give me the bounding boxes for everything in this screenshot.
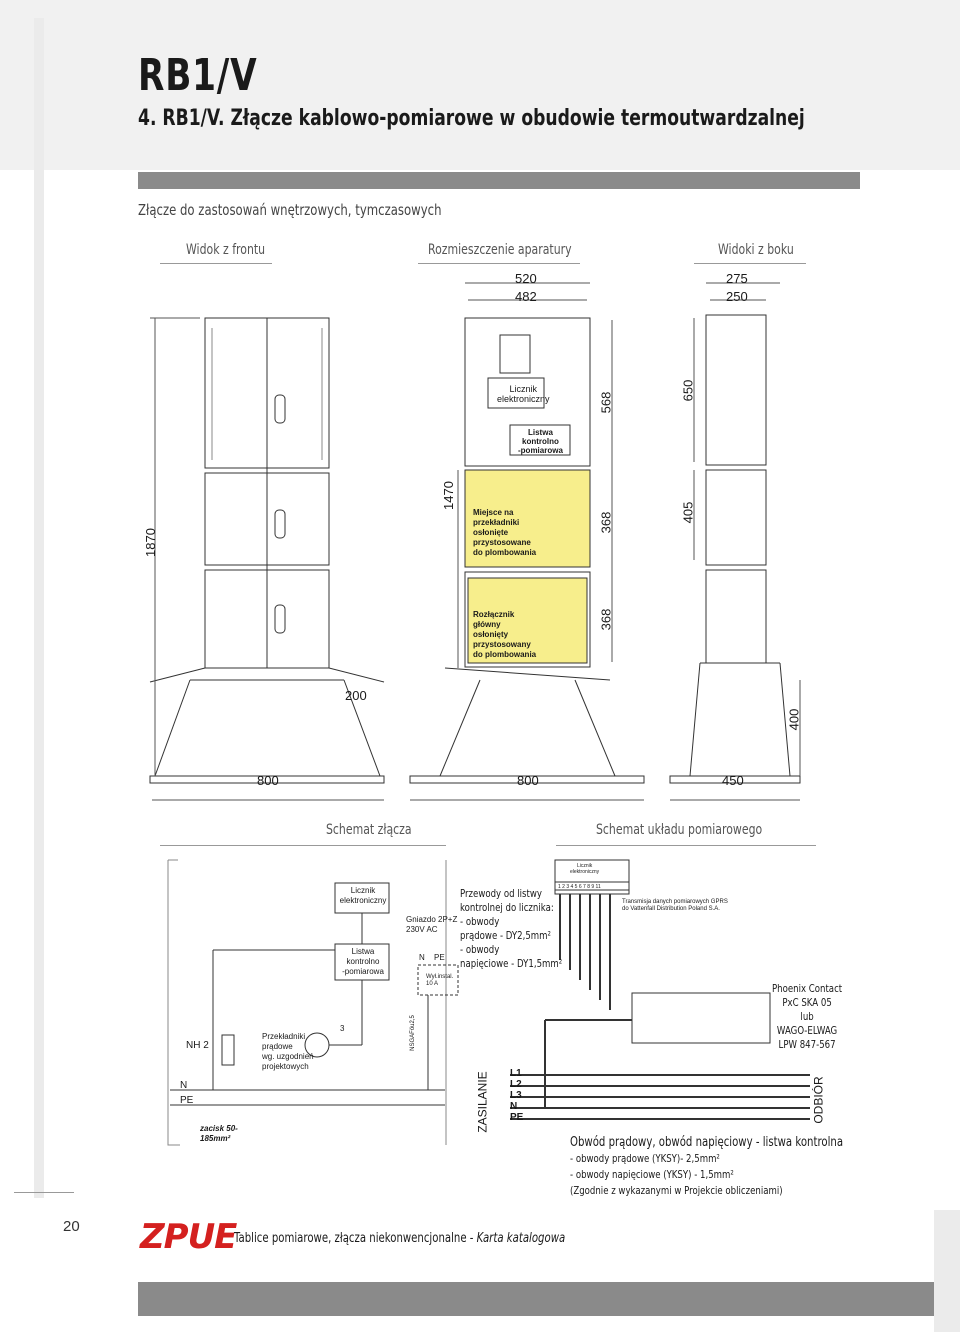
dim-400: 400 [786,708,802,731]
rule [418,263,580,264]
label-layout-view: Rozmieszczenie aparatury [428,242,572,258]
dim-800: 800 [517,773,539,788]
intro-text: Złącze do zastosowań wnętrzowych, tymcza… [138,201,442,219]
sch-r-legend: Obwód prądowy, obwód napięciowy - listwa… [570,1135,844,1197]
dim-368: 368 [598,608,614,631]
dim-482: 482 [515,289,537,304]
page-title: RB1/V [138,50,258,101]
sch-wyl: Wył.instal.10 A [426,974,454,987]
scheme-left-title: Schemat złącza [326,822,412,838]
label-side-view: Widoki z boku [718,242,794,258]
footer-strip [934,1210,960,1332]
scheme-right-title: Schemat układu pomiarowego [596,822,763,838]
side-view [669,282,801,801]
dim-200: 200 [345,688,367,703]
rule [14,1192,74,1193]
dim-1470: 1470 [440,481,456,510]
zpue-logo: ZPUE [140,1217,237,1257]
sch-three: 3 [340,1024,345,1033]
rule [556,845,816,846]
header-bar [138,172,860,189]
dim-1870: 1870 [142,528,158,557]
sch-n: N [419,953,425,962]
sch-cable: NSGAFöu2,5 [409,1015,416,1051]
scheme-right [510,859,810,1120]
rule [160,845,446,846]
scheme-left [167,859,459,1146]
sch-clamp: zacisk 50-185mm² [200,1124,238,1143]
dim-275: 275 [726,271,748,286]
sch-r-terminals: 1 2 3 4 5 6 7 8 9 11 [558,884,601,890]
header-band [0,0,960,170]
dim-800: 800 [257,773,279,788]
footer-caption: Tablice pomiarowe, złącza niekonwencjona… [234,1231,566,1246]
front-view [149,317,385,801]
page-number: 20 [63,1218,80,1235]
dim-368: 368 [598,511,614,534]
sch-nh: NH 2 [186,1040,209,1051]
rule [694,263,806,264]
sch-bus-n: N [180,1080,188,1091]
page-subtitle: 4. RB1/V. Złącze kablowo-pomiarowe w obu… [138,106,805,131]
dim-520: 520 [515,271,537,286]
sch-r-out: ODBIÓR [811,1076,826,1124]
dim-650: 650 [680,379,696,402]
dim-405: 405 [680,501,696,524]
sch-r-supply: ZASILANIE [475,1071,490,1133]
sch-bus-pe: PE [180,1095,194,1106]
side-strip [34,18,44,1198]
dim-450: 450 [722,773,744,788]
dim-250: 250 [726,289,748,304]
layout-view [409,282,645,801]
label-front-view: Widok z frontu [186,242,266,258]
dim-568: 568 [598,391,614,414]
rule [160,263,272,264]
sch-pe: PE [434,953,445,962]
footer-bar [138,1282,960,1316]
